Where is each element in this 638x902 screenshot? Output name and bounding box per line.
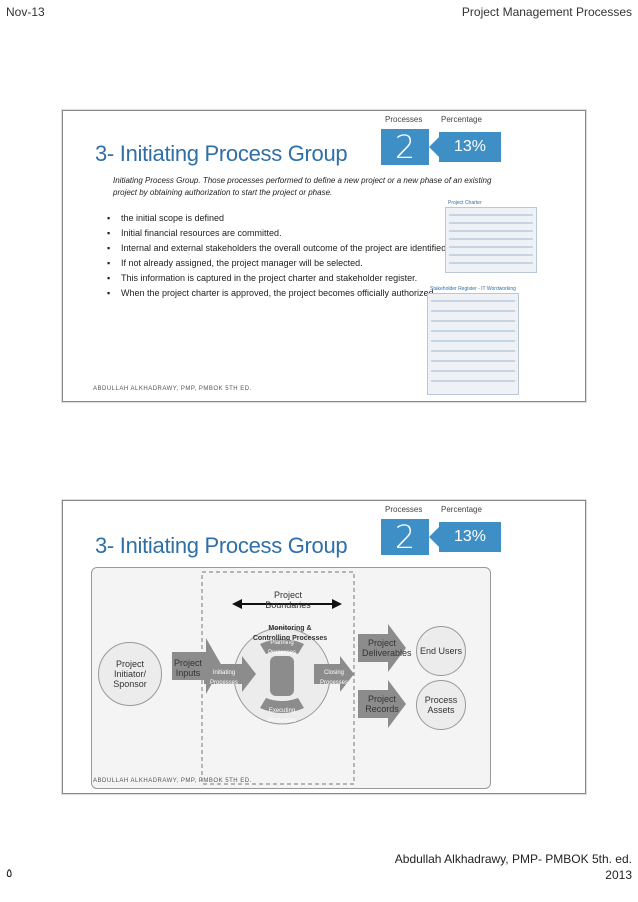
- slide-footer: ABDULLAH ALKHADRAWY, PMP, PMBOK 5TH ED.: [93, 386, 252, 392]
- intro-text: Initiating Process Group. Those processe…: [113, 176, 492, 197]
- planning-label: Planning Processes: [267, 640, 296, 656]
- process-assets-node: Process Assets: [416, 680, 466, 730]
- header-title: Project Management Processes: [461, 5, 632, 19]
- bullet-list: the initial scope is defined Initial fin…: [103, 211, 451, 301]
- bullet-item: Initial financial resources are committe…: [107, 226, 451, 241]
- initiating-label: Initiating Processes: [209, 670, 238, 686]
- inputs-label: Project Inputs: [173, 658, 202, 678]
- processes-label: Processes: [385, 115, 423, 124]
- records-label: Project Records: [365, 694, 399, 714]
- author-year: 2013: [605, 868, 632, 882]
- thumbnail-title: Project Charter: [448, 200, 482, 206]
- header-date: Nov-13: [6, 5, 45, 19]
- deliverables-label: Project Deliverables: [362, 638, 412, 658]
- executing-label: Executing Processes: [267, 708, 296, 724]
- slide-initiating-overview: Processes Percentage 2 13% 3- Initiating…: [62, 110, 586, 402]
- processes-count: 2: [381, 129, 429, 165]
- percentage-value: 13%: [429, 522, 501, 552]
- stakeholder-register-thumbnail: Stakeholder Register - IT Wordworking: [427, 286, 519, 395]
- process-group-diagram: Project Boundaries Project Initiator/ Sp…: [91, 567, 491, 789]
- percentage-label: Percentage: [441, 115, 482, 124]
- thumbnail-title: Stakeholder Register - IT Wordworking: [430, 286, 516, 292]
- slide-footer: ABDULLAH ALKHADRAWY, PMP, PMBOK 5TH ED.: [93, 778, 252, 784]
- percentage-value: 13%: [429, 132, 501, 162]
- bullet-item: This information is captured in the proj…: [107, 271, 451, 286]
- end-users-node: End Users: [416, 626, 466, 676]
- processes-count: 2: [381, 519, 429, 555]
- bullet-item: When the project charter is approved, th…: [107, 286, 451, 301]
- project-boundaries-label: Project Boundaries: [265, 590, 311, 610]
- bullet-item: the initial scope is defined: [107, 211, 451, 226]
- bullet-item: Internal and external stakeholders the o…: [107, 241, 451, 256]
- author-line: Abdullah Alkhadrawy, PMP- PMBOK 5th. ed.: [394, 852, 632, 866]
- closing-label: Closing Processes: [319, 670, 348, 686]
- page-mark: ٥: [6, 866, 13, 880]
- slide-title: 3- Initiating Process Group: [95, 141, 348, 166]
- slide-initiating-diagram: Processes Percentage 2 13% 3- Initiating…: [62, 500, 586, 794]
- project-charter-thumbnail: Project Charter: [445, 200, 537, 273]
- bullet-item: If not already assigned, the project man…: [107, 256, 451, 271]
- monitoring-label: Monitoring & Controlling Processes: [252, 625, 328, 642]
- processes-label: Processes: [385, 505, 423, 514]
- percentage-label: Percentage: [441, 505, 482, 514]
- slide-title: 3- Initiating Process Group: [95, 533, 348, 558]
- diagram-graphics: [172, 571, 406, 785]
- initiator-node: Project Initiator/ Sponsor: [98, 642, 162, 706]
